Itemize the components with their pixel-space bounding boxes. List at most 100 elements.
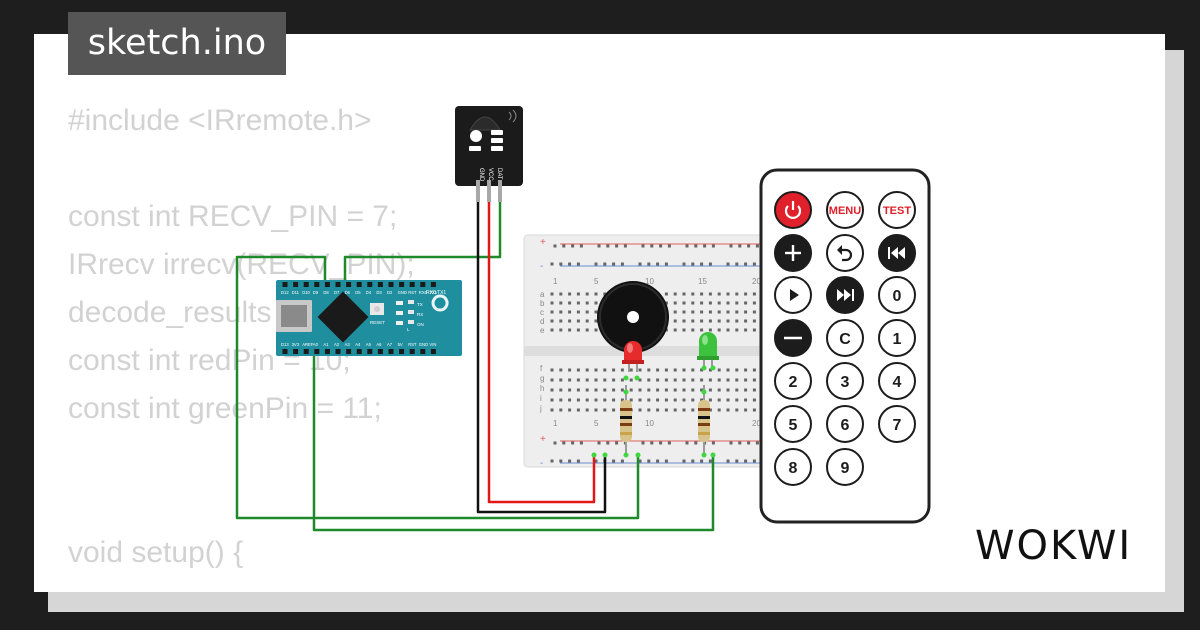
col-number: 20: [752, 419, 761, 428]
nano-tx-label: TX: [417, 302, 423, 307]
remote-button-label: C: [839, 331, 851, 348]
remote-button-4[interactable]: 4: [878, 362, 916, 400]
nano-reset-label: RESET: [370, 320, 385, 325]
row-letter: j: [539, 404, 542, 413]
nano-pin-label: D9: [313, 290, 319, 295]
rail-plus-label: +: [540, 434, 546, 445]
resistor[interactable]: [698, 385, 710, 455]
code-line: #include <IRremote.h>: [68, 104, 372, 137]
nano-rx-label: RX: [417, 312, 423, 317]
col-number: 15: [698, 277, 707, 286]
nano-pin-label: D10: [302, 290, 310, 295]
play-icon: [790, 289, 799, 301]
resistor[interactable]: [620, 385, 632, 455]
remote-button-6[interactable]: 6: [826, 405, 864, 443]
pin-label-vcc: VCC: [487, 168, 493, 181]
nano-pin-label: A5: [366, 342, 372, 347]
remote-button-plus[interactable]: [774, 234, 812, 272]
remote-button-back[interactable]: [826, 234, 864, 272]
nano-pin-label: D2: [387, 290, 393, 295]
code-line: const int greenPin = 11;: [68, 392, 382, 425]
col-number: 5: [594, 419, 599, 428]
nano-pin-label: A6: [376, 342, 382, 347]
remote-button-label: 4: [893, 374, 902, 391]
nano-pin-label: D7: [334, 290, 340, 295]
row-letter: g: [540, 374, 544, 383]
nano-pin-label: A4: [355, 342, 361, 347]
remote-button-label: 5: [789, 417, 798, 434]
connection-dots: [591, 365, 716, 458]
nano-pin-label: RX0: [419, 290, 428, 295]
remote-button-label: TEST: [883, 205, 911, 217]
nano-pin-label: RST: [408, 290, 417, 295]
buzzer[interactable]: [597, 281, 669, 353]
nano-rxtx-label: RX0 TX1: [426, 290, 446, 296]
nano-pin-label: A3: [345, 342, 351, 347]
col-number: 5: [594, 277, 599, 286]
nano-pin-label: GND: [398, 290, 407, 295]
nano-pin-label: D12: [281, 290, 289, 295]
rail-minus-label: -: [540, 261, 543, 272]
col-number: 10: [645, 419, 654, 428]
remote-button-power[interactable]: [774, 191, 812, 229]
wire-green-red-led: [312, 352, 715, 532]
remote-button-c[interactable]: C: [826, 319, 864, 357]
code-line: IRrecv irrecv(RECV_PIN);: [68, 248, 415, 281]
nano-pin-label: D4: [366, 290, 372, 295]
remote-button-3[interactable]: 3: [826, 362, 864, 400]
nano-l-label: L: [407, 327, 410, 332]
code-line: void setup() {: [68, 536, 244, 569]
remote-button-9[interactable]: 9: [826, 448, 864, 486]
nano-pin-label: D5: [355, 290, 361, 295]
plus-icon: [785, 245, 801, 261]
row-letter: h: [540, 384, 544, 393]
nano-pin-label: D13: [281, 342, 289, 347]
remote-button-fast-forward[interactable]: [826, 276, 864, 314]
wire-black-gnd: [476, 180, 607, 514]
nano-pin-label: D3: [376, 290, 382, 295]
nano-pin-label: TX1: [429, 290, 437, 295]
nano-pin-label: 3V3: [292, 342, 300, 347]
back-icon: [837, 245, 853, 262]
breadboard[interactable]: + - + - 1 5 10 15 20 1 5 10 20 a b c d e…: [523, 234, 771, 469]
remote-button-0[interactable]: 0: [878, 276, 916, 314]
nano-pin-label: D8: [323, 290, 329, 295]
remote-button-minus[interactable]: [774, 319, 812, 357]
remote-button-menu[interactable]: MENU: [826, 191, 864, 229]
col-number: 1: [553, 277, 558, 286]
col-number: 10: [645, 277, 654, 286]
ir-receiver[interactable]: GND VCC DAT: [455, 106, 523, 202]
nano-on-label: ON: [417, 322, 424, 327]
green-led[interactable]: [697, 332, 719, 370]
remote-button-play[interactable]: [774, 276, 812, 314]
nano-pin-label: A2: [334, 342, 340, 347]
wire-red-vcc: [487, 180, 596, 504]
nano-pin-label: RST: [408, 342, 417, 347]
row-letter: b: [540, 299, 545, 308]
code-preview: #include <IRremote.h> const int RECV_PIN…: [68, 34, 415, 569]
wires: [235, 180, 715, 532]
remote-button-1[interactable]: 1: [878, 319, 916, 357]
fast-forward-icon: [837, 289, 854, 301]
nano-pin-label: 5V: [398, 342, 403, 347]
red-led[interactable]: [622, 341, 644, 372]
remote-button-2[interactable]: 2: [774, 362, 812, 400]
sketch-title[interactable]: sketch.ino: [68, 12, 286, 75]
remote-button-5[interactable]: 5: [774, 405, 812, 443]
row-letter: d: [540, 317, 544, 326]
remote-button-8[interactable]: 8: [774, 448, 812, 486]
wire-green-buzzer: [235, 255, 640, 520]
row-letter: c: [540, 308, 544, 317]
remote-button-test[interactable]: TEST: [878, 191, 916, 229]
ir-signal-icon: [508, 109, 517, 123]
row-letter: i: [540, 394, 542, 403]
remote-button-7[interactable]: 7: [878, 405, 916, 443]
nano-pin-label: VIN: [429, 342, 436, 347]
remote-button-label: 0: [893, 288, 902, 305]
arduino-nano[interactable]: D12D13D113V3D10AREFD9A0D8A1D7A2D6A3D5A4D…: [276, 280, 462, 356]
remote-button-label: 1: [893, 331, 902, 348]
remote-button-rewind[interactable]: [878, 234, 916, 272]
remote-button-label: 2: [789, 374, 798, 391]
wokwi-logo: WOKWI: [975, 523, 1133, 569]
